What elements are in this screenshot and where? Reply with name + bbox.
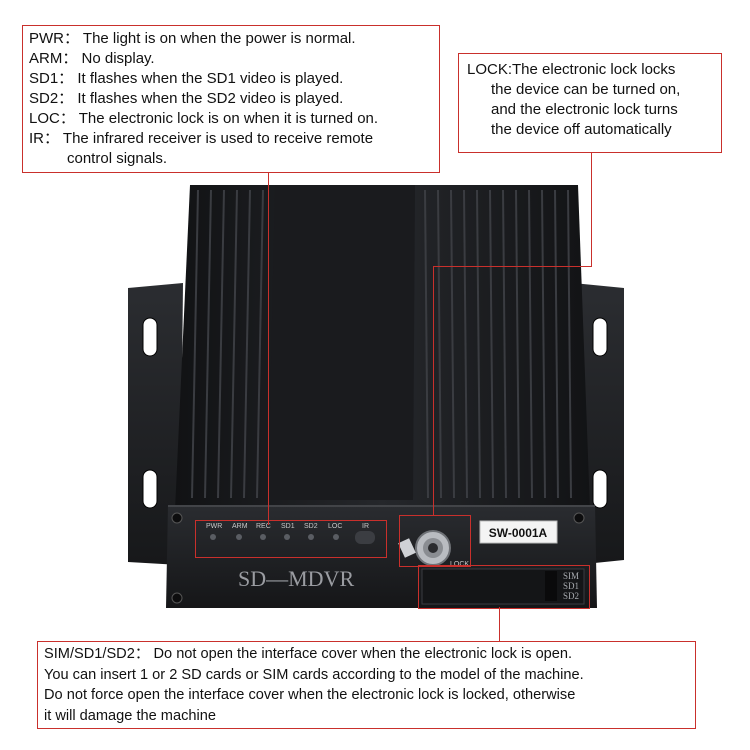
- led-sd2: [308, 534, 314, 540]
- interface-callout-line-3: Do not force open the interface cover wh…: [44, 687, 576, 703]
- lock-callout: LOCK:The electronic lock locks the devic…: [458, 53, 722, 153]
- callout-text: The light is on when the power is normal…: [82, 30, 356, 47]
- interface-cover-callout: SIM/SD1/SD2： Do not open the interface c…: [37, 641, 696, 729]
- callout-row-ir: IR： The infrared receiver is used to rec…: [29, 129, 433, 149]
- led-label-row: PWR ARM REC SD1 SD2 LOC IR: [206, 523, 369, 530]
- interface-cover: SIM SD1 SD2: [421, 568, 585, 605]
- callout-key: PWR：: [29, 30, 79, 47]
- led-arm: [236, 534, 242, 540]
- callout-text: The electronic lock is on when it is tur…: [78, 110, 379, 127]
- callout-key: LOC：: [29, 110, 75, 127]
- left-mounting-bracket: [128, 283, 183, 565]
- lock-label: LOCK: [450, 561, 469, 568]
- lock-highlight-box: [399, 515, 471, 567]
- interface-callout-line-2: You can insert 1 or 2 SD cards or SIM ca…: [44, 666, 584, 683]
- led-label-rec: REC: [256, 523, 271, 530]
- slot-label-sd1: SD1: [563, 581, 579, 591]
- led-loc: [333, 534, 339, 540]
- led-rec: [260, 534, 266, 540]
- callout-key: IR：: [29, 130, 60, 147]
- led-label-pwr: PWR: [206, 523, 222, 530]
- led-sd1: [284, 534, 290, 540]
- interface-callout-line-4: it will damage the machine: [44, 707, 216, 724]
- lock-callout-line-1: LOCK:The electronic lock locks: [467, 61, 676, 78]
- led-label-arm: ARM: [232, 523, 248, 530]
- callout-row-sd1: SD1： It flashes when the SD1 video is pl…: [29, 69, 433, 89]
- callout-row-pwr: PWR： The light is on when the power is n…: [29, 29, 433, 49]
- guide-line-lock-horizontal: [433, 266, 591, 267]
- callout-row-loc: LOC： The electronic lock is on when it i…: [29, 109, 433, 129]
- callout-key: SD1：: [29, 70, 74, 87]
- slot-label-sim: SIM: [563, 571, 579, 581]
- callout-row-arm: ARM： No display.: [29, 49, 433, 69]
- led-row: [210, 531, 375, 544]
- callout-key: SD2：: [29, 90, 74, 107]
- lock-callout-line-3: and the electronic lock turns: [491, 101, 678, 118]
- front-panel: PWR ARM REC SD1 SD2 LOC IR SD—MDVR LOCK: [166, 505, 597, 608]
- indicator-lights-callout: PWR： The light is on when the power is n…: [22, 25, 440, 173]
- callout-text: No display.: [81, 50, 155, 67]
- guide-line-lock-vertical: [591, 153, 592, 267]
- slot-label-sd2: SD2: [563, 591, 579, 601]
- lock-keyhole-icon: [398, 530, 451, 566]
- interface-callout-line-1: SIM/SD1/SD2： Do not open the interface c…: [44, 646, 573, 662]
- ir-receiver: [355, 531, 375, 544]
- model-sticker: SW-0001A: [479, 520, 558, 544]
- guide-line-interface-vertical: [499, 607, 500, 641]
- led-label-loc: LOC: [328, 523, 342, 530]
- guide-line-led-vertical: [268, 173, 269, 525]
- led-highlight-box: [195, 520, 387, 558]
- callout-text: The infrared receiver is used to receive…: [62, 130, 374, 147]
- model-label: SW-0001A: [489, 526, 548, 540]
- lock-callout-line-2: the device can be turned on,: [491, 81, 681, 98]
- led-label-ir: IR: [362, 523, 369, 530]
- callout-key: ARM：: [29, 50, 78, 67]
- brand-text: SD—MDVR: [238, 566, 354, 591]
- heatsink-top: [175, 185, 590, 510]
- guide-line-lock-down: [433, 266, 434, 515]
- lock-callout-line-4: the device off automatically: [491, 121, 672, 138]
- led-label-sd1: SD1: [281, 523, 295, 530]
- callout-row-sd2: SD2： It flashes when the SD2 video is pl…: [29, 89, 433, 109]
- led-pwr: [210, 534, 216, 540]
- callout-text: It flashes when the SD1 video is played.: [77, 70, 344, 87]
- interface-highlight-box: [418, 565, 590, 609]
- callout-row-ir-continued: control signals.: [67, 150, 168, 167]
- callout-text: It flashes when the SD2 video is played.: [77, 90, 344, 107]
- led-label-sd2: SD2: [304, 523, 318, 530]
